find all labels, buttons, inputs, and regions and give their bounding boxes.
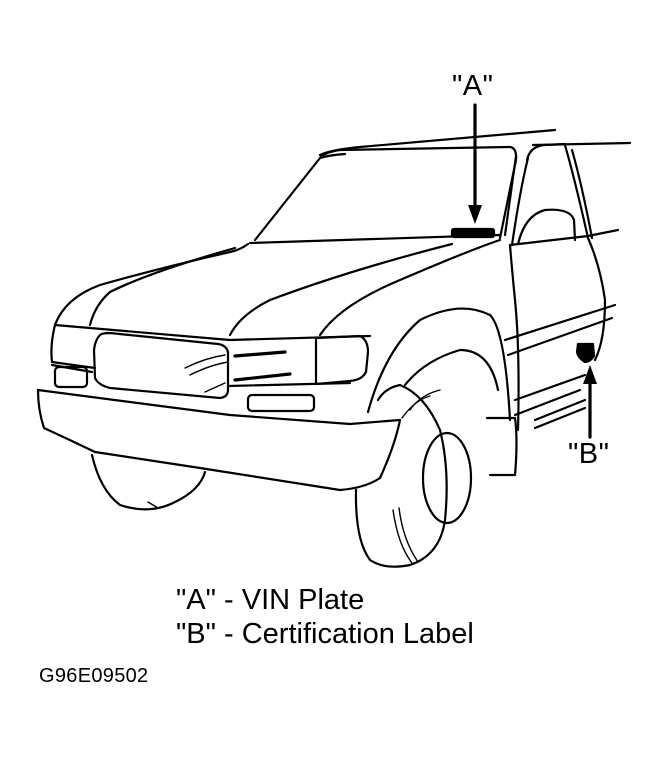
legend-description-a: VIN Plate <box>241 584 365 616</box>
grille <box>92 331 230 400</box>
door-window-frame <box>525 142 567 162</box>
bumper-right <box>378 418 402 480</box>
b-pillar <box>563 143 590 240</box>
grille-reflection-2 <box>189 361 229 376</box>
bumper-top <box>36 388 402 426</box>
a-pillar-inner <box>510 156 530 247</box>
rocker-line-1 <box>513 373 587 402</box>
hood-left-crease <box>88 246 237 327</box>
vehicle-body <box>36 128 632 568</box>
callout-a-arrow <box>468 103 482 224</box>
front-fender-inner-arch <box>403 348 500 392</box>
legend-row-b: "B" - Certification Label <box>176 617 474 651</box>
door-rear-edge <box>586 236 607 362</box>
rocker-line-3 <box>533 398 587 422</box>
legend-description-b: Certification Label <box>241 618 474 650</box>
legend-key-a: "A" <box>176 584 216 616</box>
rocker-line-4 <box>533 406 587 430</box>
side-molding-2 <box>506 316 614 357</box>
left-headlight <box>50 323 97 370</box>
rocker-line-2 <box>513 388 582 417</box>
figure-id: G96E09502 <box>39 665 149 687</box>
front-fender-arch <box>366 307 512 422</box>
side-mirror <box>516 208 577 246</box>
legend-separator-a: - <box>224 584 234 616</box>
a-pillar <box>503 154 518 237</box>
legend-separator-b: - <box>224 618 234 650</box>
hood-center-crease <box>228 242 454 337</box>
legend: "A" - VIN Plate "B" - Certification Labe… <box>176 583 474 651</box>
center-lower-edge <box>226 381 352 388</box>
fender-crease <box>318 238 502 337</box>
right-turn-lamp <box>246 393 316 413</box>
tire-sidewall-2 <box>398 507 419 563</box>
side-molding-1 <box>503 303 617 342</box>
roof-line <box>318 128 557 157</box>
bumper-left <box>36 388 97 454</box>
badge-streak-1 <box>233 350 287 358</box>
left-turn-lamp <box>53 365 89 389</box>
windshield-inner <box>318 152 347 160</box>
mud-flap <box>485 416 518 477</box>
right-headlight <box>314 334 370 386</box>
badge-streak-2 <box>233 372 292 382</box>
callout-b-label: "B" <box>568 438 610 470</box>
legend-row-a: "A" - VIN Plate <box>176 583 474 617</box>
tire-tread-2 <box>401 395 431 419</box>
windshield-frame <box>253 145 518 242</box>
callout-b-arrow <box>583 365 597 439</box>
grille-reflection-3 <box>204 382 226 393</box>
wheel-hub <box>421 431 473 525</box>
hood-left-edge <box>53 242 250 327</box>
certification-label <box>575 342 596 364</box>
tire-sidewall-1 <box>392 509 413 564</box>
door-front-edge <box>508 243 520 432</box>
bumper-bottom <box>93 450 382 492</box>
vin-plate <box>450 227 496 239</box>
window-sill <box>508 228 620 247</box>
left-wheel-detail <box>147 501 159 509</box>
b-pillar-inner <box>570 148 594 240</box>
callout-a-label: "A" <box>452 70 494 102</box>
legend-key-b: "B" <box>176 618 216 650</box>
left-front-wheel <box>90 453 207 511</box>
right-front-tire <box>354 383 448 568</box>
grille-reflection-1 <box>184 354 226 369</box>
